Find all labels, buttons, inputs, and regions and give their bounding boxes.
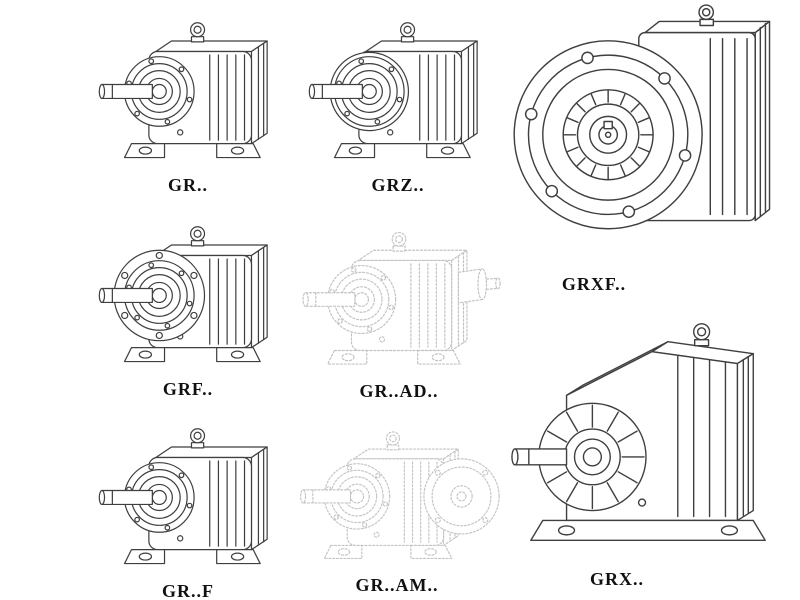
- gearbox-drawing-grz: [308, 22, 478, 159]
- figure-grf: GRF..: [88, 212, 288, 400]
- figure-gr-am: GR..AM..: [290, 418, 504, 596]
- label-grxf: GRXF..: [561, 273, 627, 294]
- figure-grx: GRX..: [503, 300, 791, 590]
- gearbox-drawing-grxf: [513, 4, 771, 230]
- gearbox-drawing-grx: [511, 323, 766, 542]
- label-gr: GR..: [168, 174, 208, 195]
- gearbox-drawing-gr-ad: [302, 231, 501, 365]
- figure-gr-f: GR..F: [88, 414, 288, 600]
- gearbox-drawing-gr-f: [98, 428, 268, 565]
- figure-gr: GR..: [88, 8, 288, 196]
- label-grx: GRX..: [590, 569, 644, 590]
- gearbox-drawing-gr-am: [300, 431, 500, 560]
- label-grf: GRF..: [162, 378, 214, 399]
- label-gr-f: GR..F: [162, 580, 214, 600]
- label-gr-am: GR..AM..: [355, 575, 439, 596]
- figure-grxf: GRXF..: [506, 2, 792, 295]
- figure-gr-ad: GR..AD..: [292, 218, 506, 402]
- figure-grz: GRZ..: [298, 8, 498, 196]
- label-gr-ad: GR..AD..: [359, 381, 439, 402]
- label-grz: GRZ..: [371, 174, 425, 195]
- gearbox-drawing-grf: [98, 226, 268, 363]
- gearbox-drawing-gr: [98, 22, 268, 159]
